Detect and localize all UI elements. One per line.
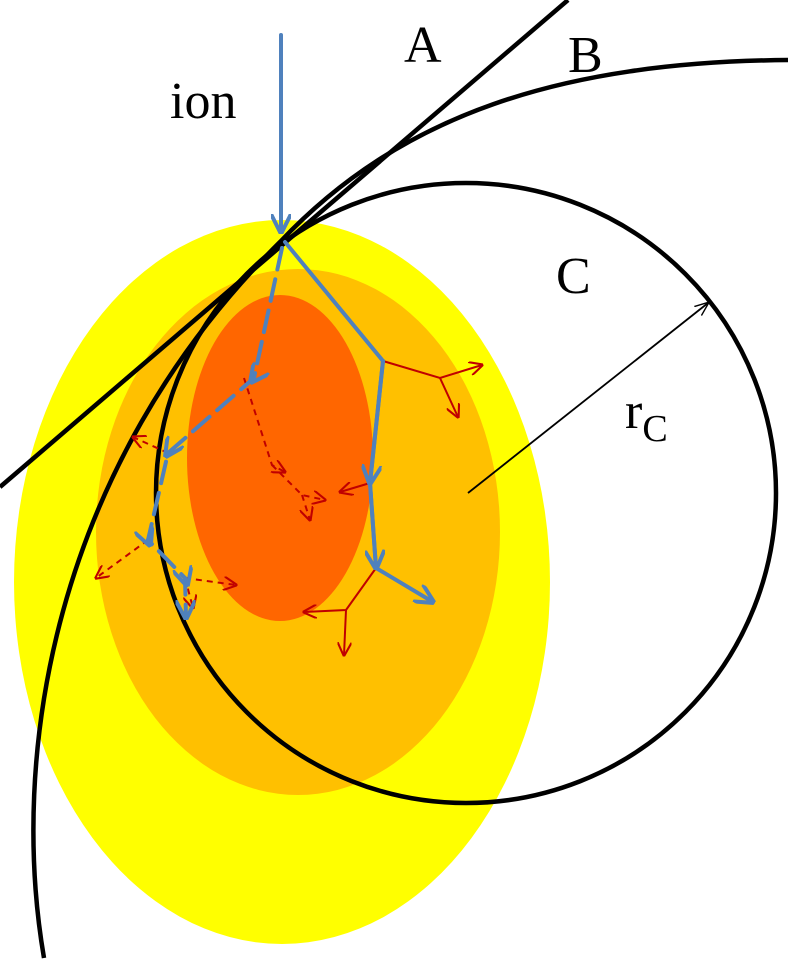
ion-track-inflection — [370, 359, 385, 483]
ion-track-inflection — [370, 481, 376, 568]
recoil-track — [302, 494, 310, 520]
ion-trajectory — [148, 33, 433, 618]
label-radius: rC — [625, 383, 668, 450]
recoil-track — [271, 464, 325, 500]
recoil-track — [184, 578, 236, 585]
curve-b — [31, 57, 788, 959]
curve-c-circle — [153, 180, 779, 806]
label-radius-sub: C — [642, 408, 667, 450]
label-radius-main: r — [625, 383, 642, 440]
recoil-track-dashed-head — [148, 540, 150, 545]
label-b: B — [568, 27, 603, 84]
recoil-track — [344, 609, 346, 655]
recoil-track-dashed-head — [185, 578, 187, 585]
recoil-track-dashed-head — [251, 378, 254, 382]
label-c: C — [556, 248, 591, 305]
label-a: A — [404, 17, 442, 74]
inner-zone — [187, 295, 373, 621]
recoil-track-dashed-head — [166, 453, 168, 456]
label-ion: ion — [170, 73, 236, 130]
radius-arrow — [467, 303, 708, 494]
recoil-track — [439, 377, 458, 417]
